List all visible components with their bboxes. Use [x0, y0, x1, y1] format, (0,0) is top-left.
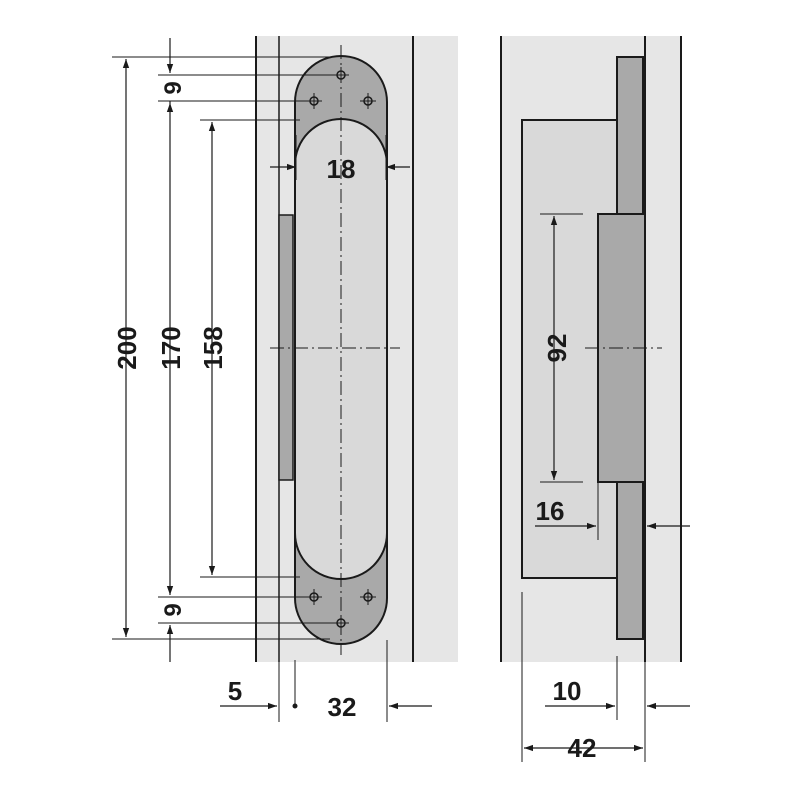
dim-label-overall-height: 200: [112, 326, 142, 369]
dim-label-hole-spacing: 170: [156, 326, 186, 369]
dim-label-inner-height: 158: [198, 326, 228, 369]
dim-label-body-width: 32: [328, 692, 357, 722]
front-view: 200 170 158 9 9 18 5 32: [112, 36, 458, 722]
screw-hole-bottom-right: [360, 589, 376, 605]
side-view: 92 16 10 42: [500, 36, 690, 763]
dim-label-bottom-offset: 9: [160, 603, 187, 616]
dim-label-top-offset: 9: [160, 81, 187, 94]
side-mortise-body: [521, 119, 618, 579]
screw-hole-top-right: [360, 93, 376, 109]
dim-label-arm-length: 92: [542, 334, 572, 363]
dim-label-inner-width: 18: [327, 154, 356, 184]
dim-label-body-depth: 16: [536, 496, 565, 526]
dim-label-total-depth: 42: [568, 733, 597, 763]
dim-label-edge-gap: 10: [553, 676, 582, 706]
dim-label-edge-offset: 5: [228, 676, 242, 706]
screw-hole-bottom-center: [333, 615, 349, 631]
